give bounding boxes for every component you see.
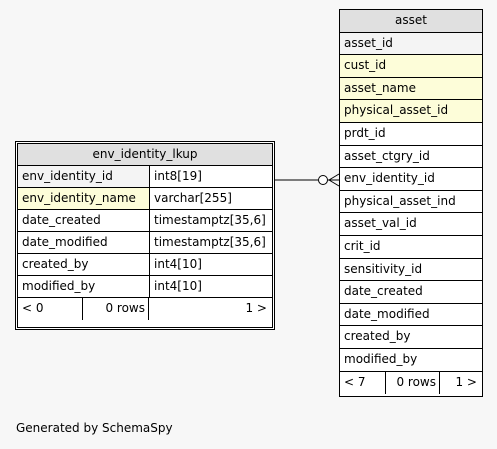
column-row[interactable]: physical_asset_id [340,100,482,123]
column-name: asset_name [340,77,482,100]
column-name: physical_asset_ind [344,193,456,208]
crowfoot-upper [328,173,340,181]
table-title: env_identity_lkup [18,144,272,166]
column-name: date_created [22,213,101,227]
column-row[interactable]: asset_name [340,77,482,101]
column-row[interactable]: date_created timestamptz[35,6] [18,210,272,232]
parents-count[interactable]: < 0 [22,301,44,315]
column-divider [149,254,150,275]
column-name: crit_id [344,239,381,253]
crowfoot-lower [328,179,340,187]
row-count: 0 rows [396,374,436,389]
footer-divider [439,371,440,395]
column-row[interactable]: created_by [340,326,482,349]
generated-by-label: Generated by SchemaSpy [16,421,173,435]
column-name: asset_ctgry_id [344,148,430,163]
column-row[interactable]: env_identity_id [340,168,482,191]
children-count[interactable]: 1 > [245,301,267,315]
column-name: env_identity_id [18,166,149,187]
column-name: asset_id [340,32,482,55]
row-count: 0 rows [105,301,145,315]
column-divider [149,232,150,253]
column-row[interactable]: date_modified [340,304,482,327]
column-type: timestamptz[35,6] [154,213,266,227]
column-row[interactable]: sensitivity_id [340,259,482,282]
table-footer: < 7 0 rows 1 > [340,371,482,395]
column-row[interactable]: env_identity_id int8[19] [18,166,272,188]
column-divider [149,188,150,209]
column-divider [149,166,150,187]
footer-divider [82,298,83,320]
column-row[interactable]: env_identity_name varchar[255] [18,188,272,210]
column-name: modified_by [344,352,418,366]
column-row[interactable]: physical_asset_ind [340,191,482,214]
column-type: varchar[255] [154,191,232,205]
parents-count[interactable]: < 7 [344,374,366,389]
column-divider [149,210,150,231]
footer-divider [385,371,386,395]
column-row[interactable]: asset_val_id [340,213,482,236]
column-type: int8[19] [154,169,202,183]
column-name: prdt_id [344,126,386,140]
column-type: int4[10] [154,279,202,293]
column-name: date_modified [22,235,108,249]
column-name: env_identity_name [18,188,149,209]
children-count[interactable]: 1 > [455,374,477,389]
column-name: created_by [344,329,411,344]
column-name: env_identity_id [344,171,435,186]
column-name: cust_id [340,55,482,77]
column-row[interactable]: crit_id [340,236,482,259]
footer-divider [148,298,149,320]
column-name: sensitivity_id [344,261,423,276]
column-name: date_created [344,284,423,299]
column-name: asset_val_id [344,216,417,231]
zero-optional-marker [318,175,328,185]
column-row[interactable]: date_modified timestamptz[35,6] [18,232,272,254]
column-type: int4[10] [154,257,202,271]
column-row[interactable]: cust_id [340,55,482,78]
column-name: physical_asset_id [340,100,482,122]
column-row[interactable]: modified_by int4[10] [18,276,272,298]
column-row[interactable]: created_by int4[10] [18,254,272,276]
column-row[interactable]: asset_id [340,32,482,56]
column-row[interactable]: date_created [340,281,482,304]
column-name: modified_by [22,279,96,293]
column-name: created_by [22,257,89,271]
table-footer: < 0 0 rows 1 > [18,298,272,320]
table-title: asset [340,10,482,33]
column-name: date_modified [344,306,430,321]
column-row[interactable]: modified_by [340,349,482,372]
column-type: timestamptz[35,6] [154,235,266,249]
column-row[interactable]: asset_ctgry_id [340,146,482,169]
column-divider [149,276,150,297]
column-row[interactable]: prdt_id [340,123,482,146]
